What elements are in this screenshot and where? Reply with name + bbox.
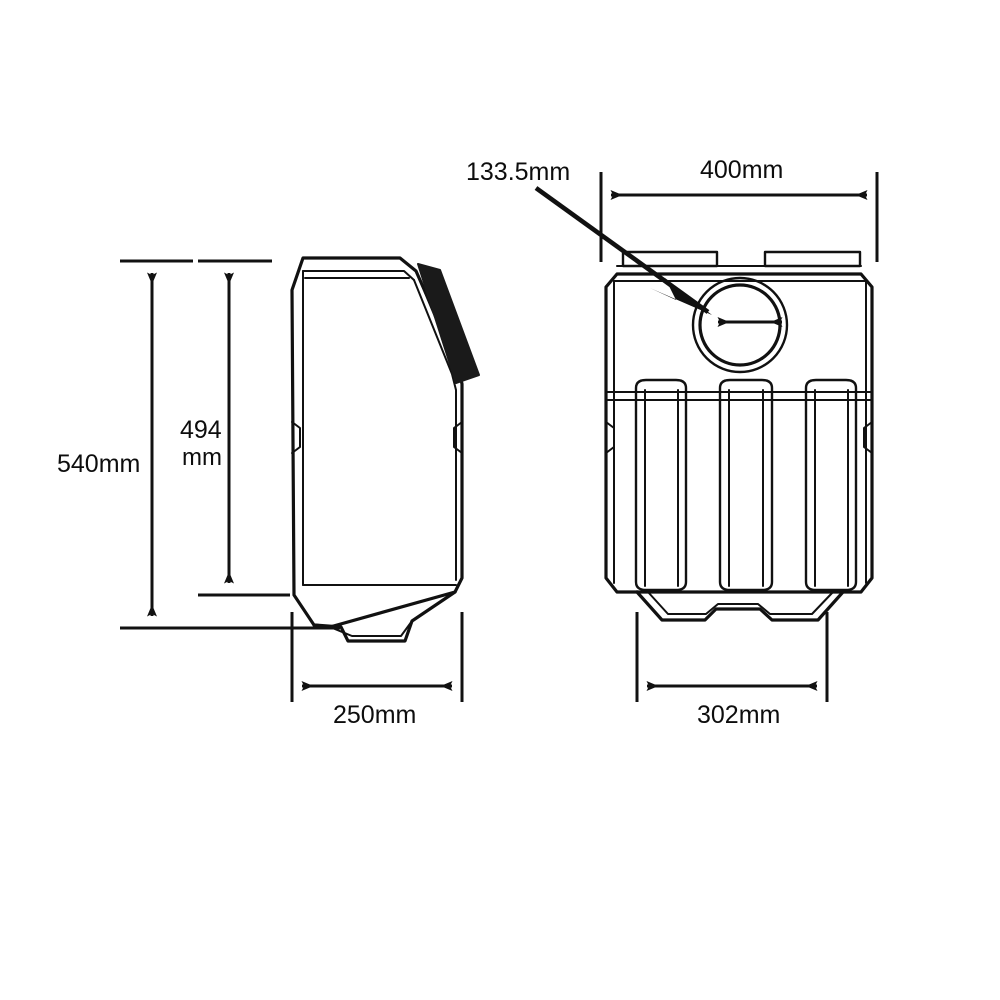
dim-494-label-line1: 494 <box>180 416 222 444</box>
front-view-body-outline <box>604 272 874 594</box>
side-view-handle-strip <box>417 263 480 384</box>
side-view-body-outline <box>290 256 464 629</box>
front-view-sump-inner <box>647 591 834 615</box>
dim-400-label: 400mm <box>700 156 783 184</box>
side-view-right-latch-notch <box>453 421 463 454</box>
side-view-right-inner-slope <box>413 279 457 581</box>
side-view-funnel-inner <box>329 620 413 637</box>
side-view-top-inner-line <box>302 270 415 281</box>
dim-540-label: 540mm <box>57 450 140 478</box>
dimension-depth: 250mm <box>290 612 464 729</box>
dimension-opening-diameter: 133.5mm <box>466 158 783 327</box>
front-view-sump-outline <box>635 590 845 622</box>
front-view <box>604 250 874 622</box>
dimension-height-body: 494 mm <box>180 259 290 597</box>
front-view-rib-1 <box>634 378 688 592</box>
front-view-rib-2 <box>718 378 774 592</box>
front-view-right-latch-notch <box>863 421 873 454</box>
dimension-height-overall: 540mm <box>57 259 340 630</box>
dim-302-label: 302mm <box>697 701 780 729</box>
front-view-filler-opening-outer-circle <box>691 276 789 374</box>
dimension-width-overall: 400mm <box>599 156 879 262</box>
dimension-width-base: 302mm <box>635 612 829 729</box>
dim-133-leader-arrowhead <box>650 278 712 315</box>
dim-250-label: 250mm <box>333 701 416 729</box>
front-view-rib-3 <box>804 378 858 592</box>
dim-133-label: 133.5mm <box>466 158 570 186</box>
front-view-left-latch-notch <box>605 421 615 454</box>
dim-494-label-line2: mm <box>182 444 222 471</box>
side-view-left-latch-notch <box>291 421 301 454</box>
